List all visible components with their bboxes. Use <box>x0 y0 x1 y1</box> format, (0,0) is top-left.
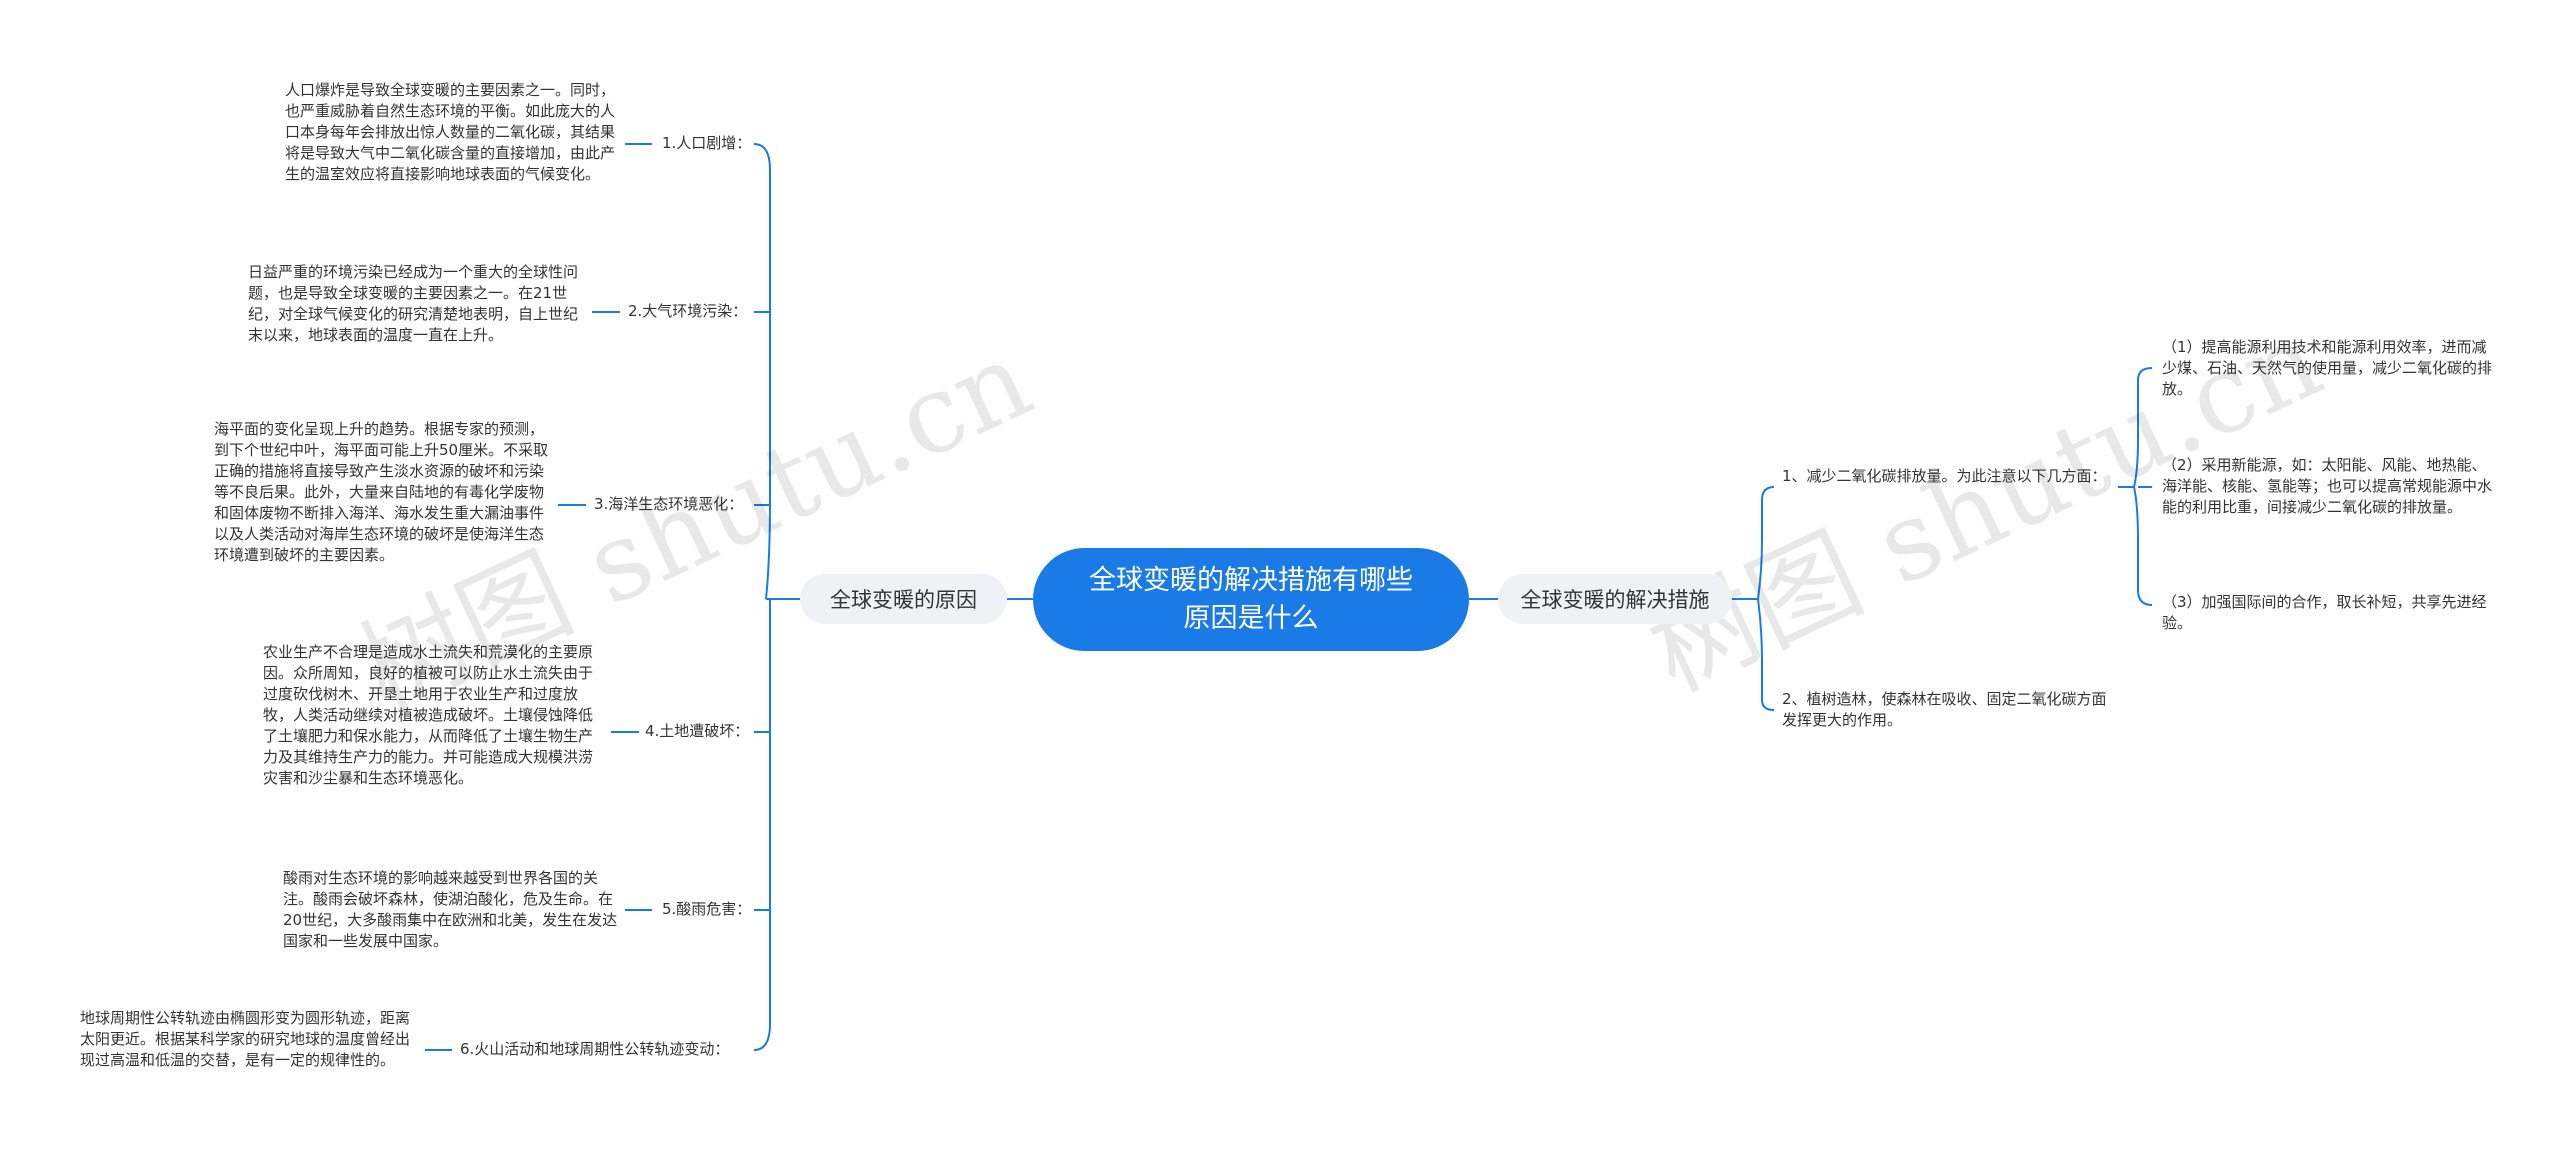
connector-right-spine <box>1732 486 1775 711</box>
connector-right-sub <box>2118 367 2153 606</box>
solution-1-sub-1: （1）提高能源利用技术和能源利用效率，进而减少煤、石油、天然气的使用量，减少二氧… <box>2162 338 2493 398</box>
cause-label-6[interactable]: 6.火山活动和地球周期性公转轨迹变动： <box>460 1040 730 1058</box>
branch-causes-label: 全球变暖的原因 <box>830 588 977 612</box>
cause-text-2: 日益严重的环境污染已经成为一个重大的全球性问题，也是导致全球变暖的主要因素之一。… <box>248 263 579 344</box>
cause-text-6: 地球周期性公转轨迹由椭圆形变为圆形轨迹，距离太阳更近。根据某科学家的研究地球的温… <box>80 1009 411 1069</box>
cause-label-4[interactable]: 4.土地遭破坏： <box>645 722 750 740</box>
solution-1-sub-3: （3）加强国际间的合作，取长补短，共享先进经验。 <box>2162 593 2487 632</box>
branch-solutions-label: 全球变暖的解决措施 <box>1520 588 1710 612</box>
branch-causes[interactable]: 全球变暖的原因 <box>800 574 1007 624</box>
cause-text-3: 海平面的变化呈现上升的趋势。根据专家的预测，到下个世纪中叶，海平面可能上升50厘… <box>214 420 549 564</box>
root-node[interactable]: 全球变暖的解决措施有哪些 原因是什么 <box>1033 548 1469 651</box>
cause-label-1[interactable]: 1.人口剧增： <box>662 134 752 152</box>
connector-left-items <box>754 311 770 911</box>
cause-text-4: 农业生产不合理是造成水土流失和荒漠化的主要原因。众所周知，良好的植被可以防止水土… <box>263 643 594 787</box>
solution-1-sub-2: （2）采用新能源，如：太阳能、风能、地热能、海洋能、核能、氢能等；也可以提高常规… <box>2162 456 2493 516</box>
branch-solutions[interactable]: 全球变暖的解决措施 <box>1498 574 1732 624</box>
cause-text-1: 人口爆炸是导致全球变暖的主要因素之一。同时，也严重威胁着自然生态环境的平衡。如此… <box>285 81 616 183</box>
cause-label-3[interactable]: 3.海洋生态环境恶化： <box>594 495 744 513</box>
cause-text-5: 酸雨对生态环境的影响越来越受到世界各国的关注。酸雨会破坏森林，使湖泊酸化，危及生… <box>283 869 618 950</box>
solution-1[interactable]: 1、减少二氧化碳排放量。为此注意以下几方面： <box>1782 467 2107 485</box>
connector-left-spine <box>753 143 800 1051</box>
root-title: 全球变暖的解决措施有哪些 原因是什么 <box>1089 564 1413 634</box>
solution-2[interactable]: 2、植树造林，使森林在吸收、固定二氧化碳方面发挥更大的作用。 <box>1782 690 2107 729</box>
cause-label-2[interactable]: 2.大气环境污染： <box>628 302 748 320</box>
cause-label-5[interactable]: 5.酸雨危害： <box>662 900 752 918</box>
